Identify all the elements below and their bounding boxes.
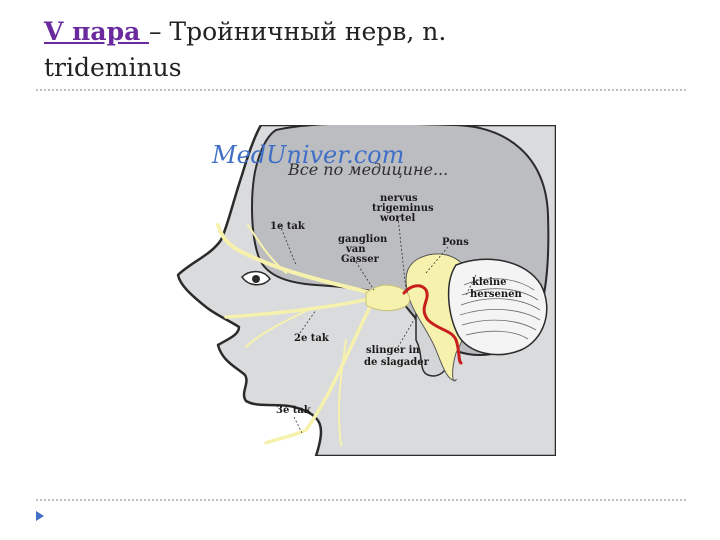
label-nervus-3: wortel	[379, 213, 416, 224]
trigeminal-ganglion	[365, 284, 411, 312]
title-link[interactable]: V пара	[44, 17, 149, 46]
title-text: – Тройничный нерв, n. trideminus	[44, 17, 447, 82]
nerve-branches	[216, 223, 380, 446]
bullet-arrow-icon	[35, 507, 45, 526]
trigeminal-nerve-illustration: MedUniver.com Все по медицине... nervus …	[166, 125, 556, 456]
label-nervus-2: trigeminus	[372, 203, 434, 214]
eye-pupil	[252, 275, 260, 283]
bottom-divider	[36, 499, 686, 501]
label-slinger-1: slinger in	[366, 345, 420, 356]
label-ganglion-3: Gasser	[341, 254, 380, 265]
cerebellum	[447, 258, 548, 356]
label-tak2: 2e tak	[294, 333, 330, 344]
illustration-svg: MedUniver.com Все по медицине... nervus …	[176, 125, 556, 456]
watermark-tagline: Все по медицине...	[287, 160, 448, 179]
label-pons: Pons	[442, 237, 469, 248]
watermark-site: MedUniver.com	[211, 141, 404, 169]
label-tak3: 3e tak	[276, 405, 312, 416]
label-kleine-1: kleine	[472, 277, 507, 288]
pointer-lines	[279, 216, 477, 434]
label-slinger-2: de slagader	[364, 357, 430, 368]
slide-title: V пара – Тройничный нерв, n. trideminus	[44, 14, 464, 86]
artery	[402, 284, 463, 365]
cerebellum-folia	[459, 278, 541, 340]
label-ganglion-1: ganglion	[338, 234, 388, 245]
label-nervus-1: nervus	[380, 193, 418, 204]
top-divider	[36, 89, 686, 91]
label-kleine-2: hersenen	[470, 289, 523, 300]
label-tak1: 1e tak	[270, 221, 306, 232]
label-ganglion-2: van	[345, 244, 366, 255]
